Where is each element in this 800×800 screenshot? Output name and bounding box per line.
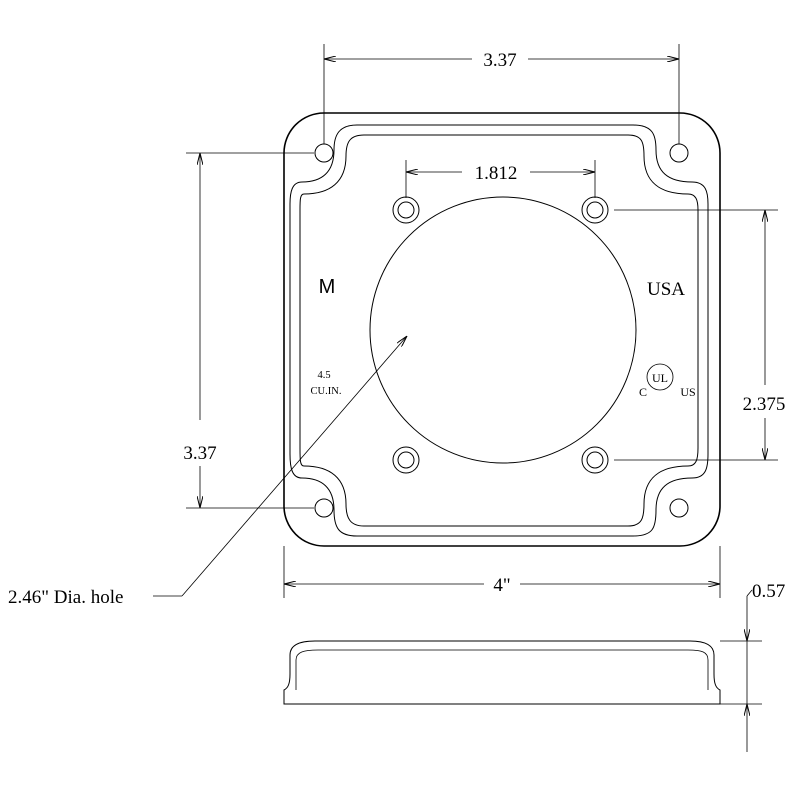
ul-mark-text: UL (652, 371, 668, 385)
ul-mark-us: US (680, 385, 695, 399)
dim-profile-height: 0.57 (720, 581, 785, 752)
device-hole-top-right (581, 196, 609, 224)
device-hole-bottom-right (581, 446, 609, 474)
raised-boss-outer (289, 124, 709, 537)
device-hole-bottom-left (392, 446, 420, 474)
plate-outline (283, 112, 721, 547)
ul-certification-mark: UL C US (639, 363, 696, 399)
manufacturer-logo: M (319, 276, 336, 298)
mount-hole-top-right (669, 143, 689, 163)
ul-mark-c: C (639, 385, 647, 399)
raised-boss-inner (299, 134, 699, 527)
mount-hole-bottom-left (314, 498, 334, 518)
dim-top-label: 3.37 (483, 50, 516, 71)
dim-device-h-label: 1.812 (475, 163, 518, 184)
dim-left-mount-spacing: 3.37 (183, 152, 314, 509)
mount-hole-top-left (314, 143, 334, 163)
center-hole-callout: 2.46" Dia. hole (8, 336, 407, 608)
dim-device-v-label: 2.375 (743, 394, 786, 415)
dim-device-hole-spacing-v: 2.375 (614, 209, 786, 461)
profile-outline-inner (295, 649, 709, 690)
profile-outline-outer (283, 640, 721, 705)
mount-hole-bottom-right (669, 498, 689, 518)
dim-width-label: 4" (493, 575, 510, 596)
center-hole (369, 196, 637, 464)
center-hole-label: 2.46" Dia. hole (8, 587, 123, 608)
volume-value: 4.5 (317, 370, 330, 381)
plan-view: M USA 4.5 CU.IN. UL C US (283, 112, 721, 547)
dim-overall-width: 4" (283, 546, 721, 598)
country-marking: USA (647, 279, 685, 300)
dim-left-label: 3.37 (183, 443, 216, 464)
dim-device-hole-spacing-h: 1.812 (405, 160, 596, 198)
dim-top-mount-spacing: 3.37 (323, 44, 680, 144)
dim-height-label: 0.57 (752, 581, 785, 602)
volume-unit: CU.IN. (311, 386, 342, 397)
profile-view (283, 640, 721, 705)
device-hole-top-left (392, 196, 420, 224)
